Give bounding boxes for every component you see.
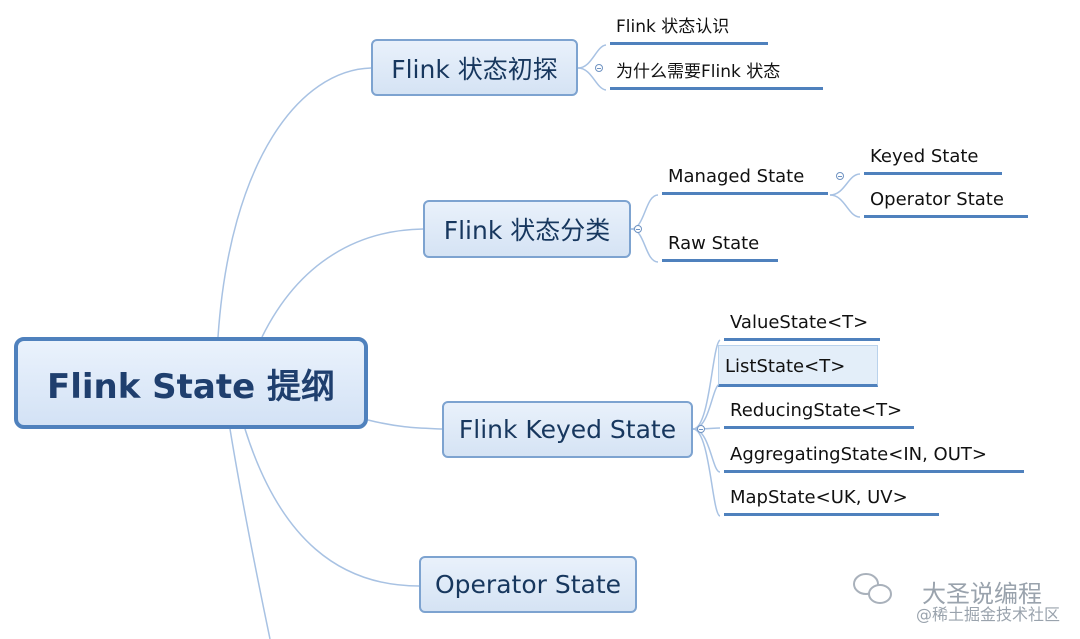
leaf-label: 为什么需要Flink 状态 [616, 62, 781, 82]
branch-label: Operator State [434, 570, 622, 599]
leaf-node[interactable]: ValueState<T> [724, 312, 880, 341]
watermark-subtitle: @稀土掘金技术社区 [915, 605, 1060, 624]
leaf-label: Raw State [668, 233, 760, 254]
connector-b2 [630, 228, 659, 263]
connector-root-offscreen [229, 428, 271, 639]
leaf-label: Operator State [870, 189, 1004, 210]
leaf-node-raw-state[interactable]: Raw State [662, 233, 778, 262]
branch-node-state-classification[interactable]: Flink 状态分类 [423, 200, 631, 258]
leaf-node-managed-state[interactable]: Managed State [662, 166, 828, 195]
leaf-node[interactable]: Keyed State [864, 146, 1002, 175]
leaf-label: ListState<T> [725, 356, 846, 377]
connector-root-branch-4 [244, 428, 420, 587]
connector-root-branch-2 [261, 228, 424, 338]
connector-b2 [630, 194, 659, 230]
connector-managed [829, 194, 861, 218]
root-node[interactable]: Flink State 提纲 [14, 337, 368, 429]
branch-label: Flink Keyed State [458, 415, 677, 444]
leaf-node[interactable]: 为什么需要Flink 状态 [610, 61, 823, 90]
leaf-label: AggregatingState<IN, OUT> [730, 444, 987, 465]
leaf-label: ValueState<T> [730, 312, 869, 333]
branch-label: Flink 状态初探 [391, 54, 558, 84]
leaf-label: Keyed State [870, 146, 979, 167]
connector-root-branch-1 [217, 67, 372, 338]
leaf-label: ReducingState<T> [730, 400, 903, 421]
wechat-icon [853, 573, 892, 604]
collapse-toggle-icon[interactable] [634, 225, 642, 233]
leaf-node[interactable]: Flink 状态认识 [610, 16, 768, 45]
collapse-toggle-icon[interactable] [697, 425, 705, 433]
root-label: Flink State 提纲 [46, 366, 336, 407]
leaf-node-selected[interactable]: ListState<T> [718, 345, 878, 387]
leaf-node[interactable]: Operator State [864, 189, 1028, 218]
connector-b1 [577, 44, 607, 69]
connector-b1 [577, 67, 607, 91]
branch-label: Flink 状态分类 [443, 216, 611, 245]
leaf-label: MapState<UK, UV> [730, 487, 908, 508]
leaf-node[interactable]: AggregatingState<IN, OUT> [724, 444, 1024, 473]
branch-node-state-intro[interactable]: Flink 状态初探 [371, 39, 578, 96]
connector-root-branch-3 [367, 419, 443, 430]
leaf-label: Managed State [668, 166, 805, 187]
branch-node-operator-state[interactable]: Operator State [419, 556, 637, 613]
branch-node-keyed-state[interactable]: Flink Keyed State [442, 401, 693, 458]
leaf-label: Flink 状态认识 [616, 17, 730, 37]
connector-managed [829, 173, 861, 196]
collapse-toggle-icon[interactable] [595, 64, 603, 72]
connector-b3 [692, 427, 721, 430]
leaf-node[interactable]: MapState<UK, UV> [724, 487, 939, 516]
leaf-node[interactable]: ReducingState<T> [724, 400, 914, 429]
collapse-toggle-icon[interactable] [836, 172, 844, 180]
watermark-title: 大圣说编程 [922, 580, 1042, 608]
connector-b3 [692, 428, 721, 473]
